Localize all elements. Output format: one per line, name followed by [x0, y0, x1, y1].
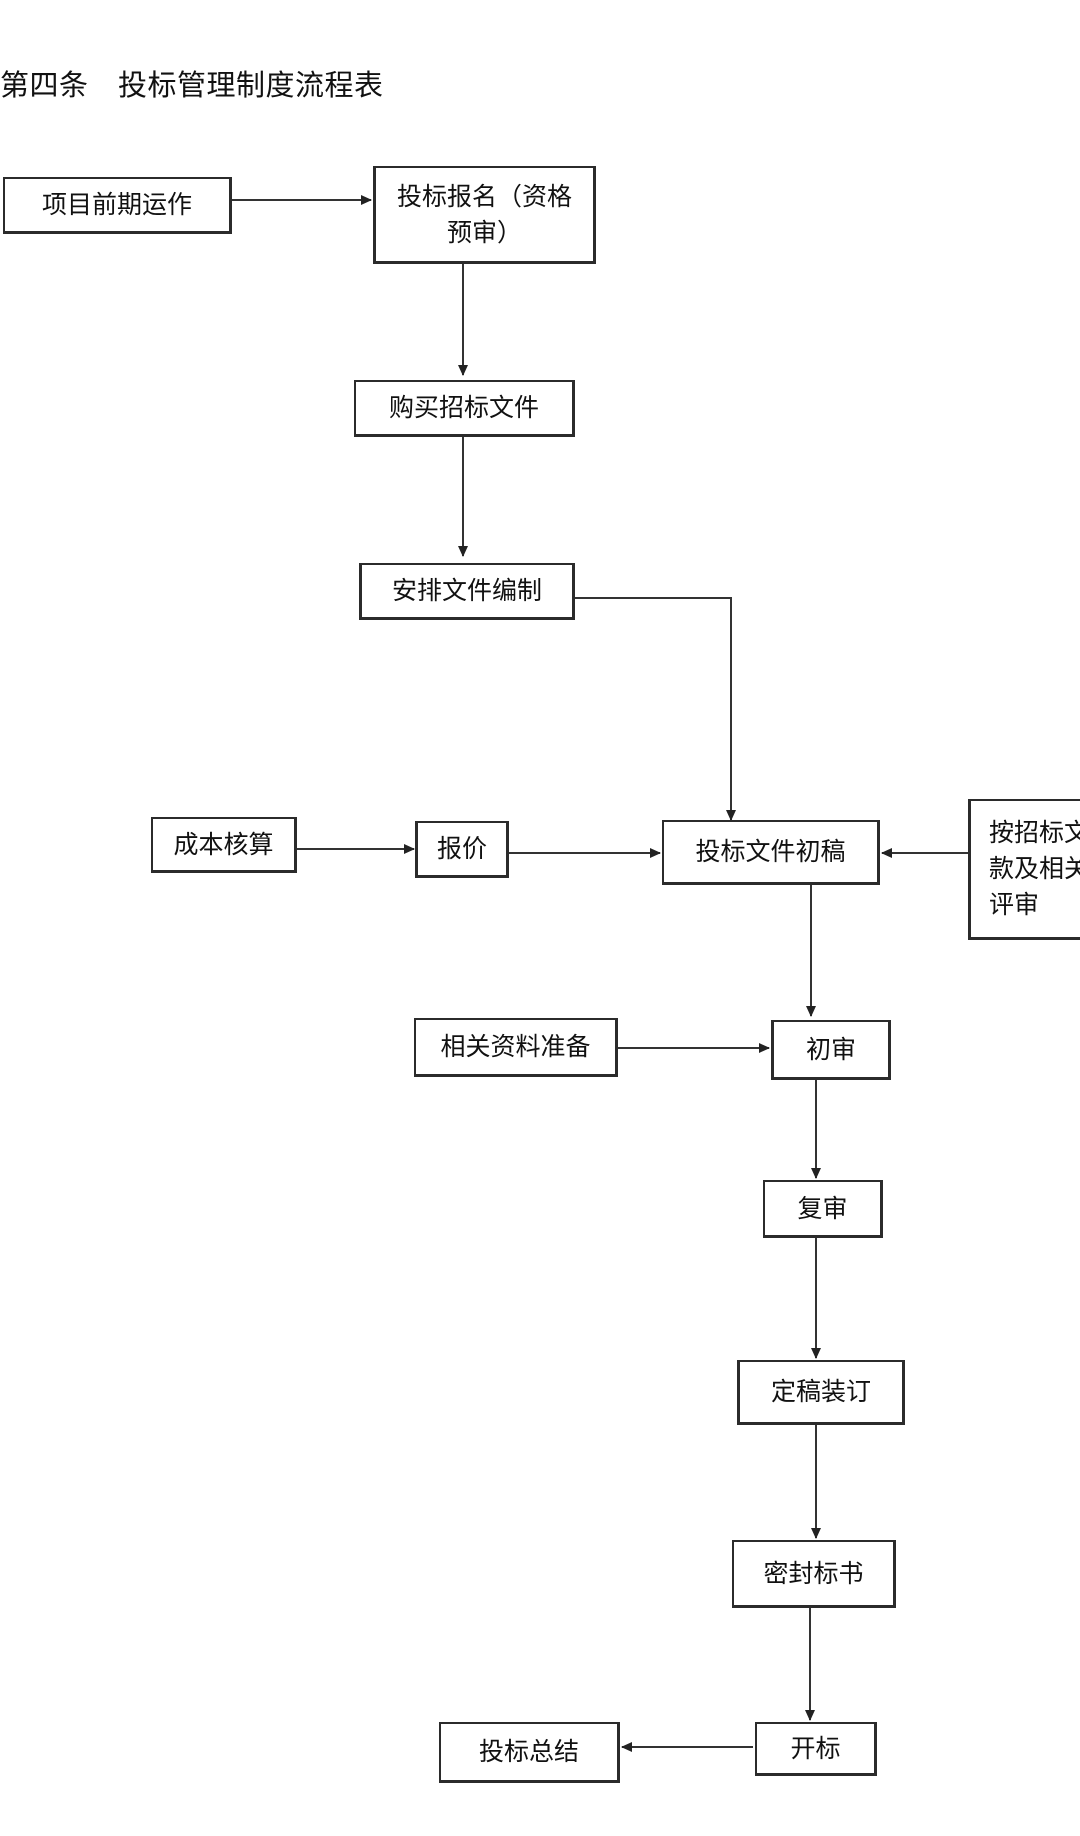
- node-seal-label: 密封标书: [763, 1558, 864, 1588]
- node-materials: 相关资料准备: [414, 1018, 618, 1077]
- node-cost-label: 成本核算: [173, 829, 274, 859]
- node-quote-label: 报价: [436, 834, 487, 863]
- arrow-arrange-to-draft: [575, 597, 736, 821]
- node-review-by-terms-label: 按招标文 款及相关 评审: [989, 818, 1080, 919]
- page-title: 第四条 投标管理制度流程表: [0, 68, 384, 102]
- node-project-early-label: 项目前期运作: [41, 190, 192, 219]
- node-arrange: 安排文件编制: [359, 563, 575, 620]
- node-materials-label: 相关资料准备: [440, 1032, 591, 1061]
- node-finalize-label: 定稿装订: [770, 1377, 871, 1406]
- node-project-early: 项目前期运作: [3, 177, 232, 234]
- node-re-review-label: 复审: [797, 1193, 848, 1223]
- node-registration-label: 投标报名（资格 预审）: [396, 181, 572, 247]
- node-draft: 投标文件初稿: [662, 820, 880, 885]
- node-quote: 报价: [415, 821, 509, 878]
- node-seal: 密封标书: [732, 1540, 896, 1608]
- node-draft-label: 投标文件初稿: [695, 837, 846, 866]
- node-finalize: 定稿装订: [737, 1360, 905, 1425]
- node-opening-label: 开标: [790, 1733, 841, 1763]
- node-opening: 开标: [755, 1722, 877, 1776]
- node-registration: 投标报名（资格 预审）: [373, 166, 596, 264]
- node-buy-docs-label: 购买招标文件: [388, 393, 539, 422]
- node-first-review-label: 初审: [805, 1034, 856, 1064]
- node-re-review: 复审: [763, 1180, 883, 1238]
- node-summary: 投标总结: [439, 1722, 620, 1783]
- node-cost: 成本核算: [151, 817, 297, 873]
- node-summary-label: 投标总结: [478, 1737, 579, 1766]
- node-buy-docs: 购买招标文件: [354, 380, 575, 437]
- node-review-by-terms: 按招标文 款及相关 评审: [968, 799, 1080, 940]
- node-arrange-label: 安排文件编制: [391, 576, 542, 605]
- node-first-review: 初审: [771, 1020, 891, 1080]
